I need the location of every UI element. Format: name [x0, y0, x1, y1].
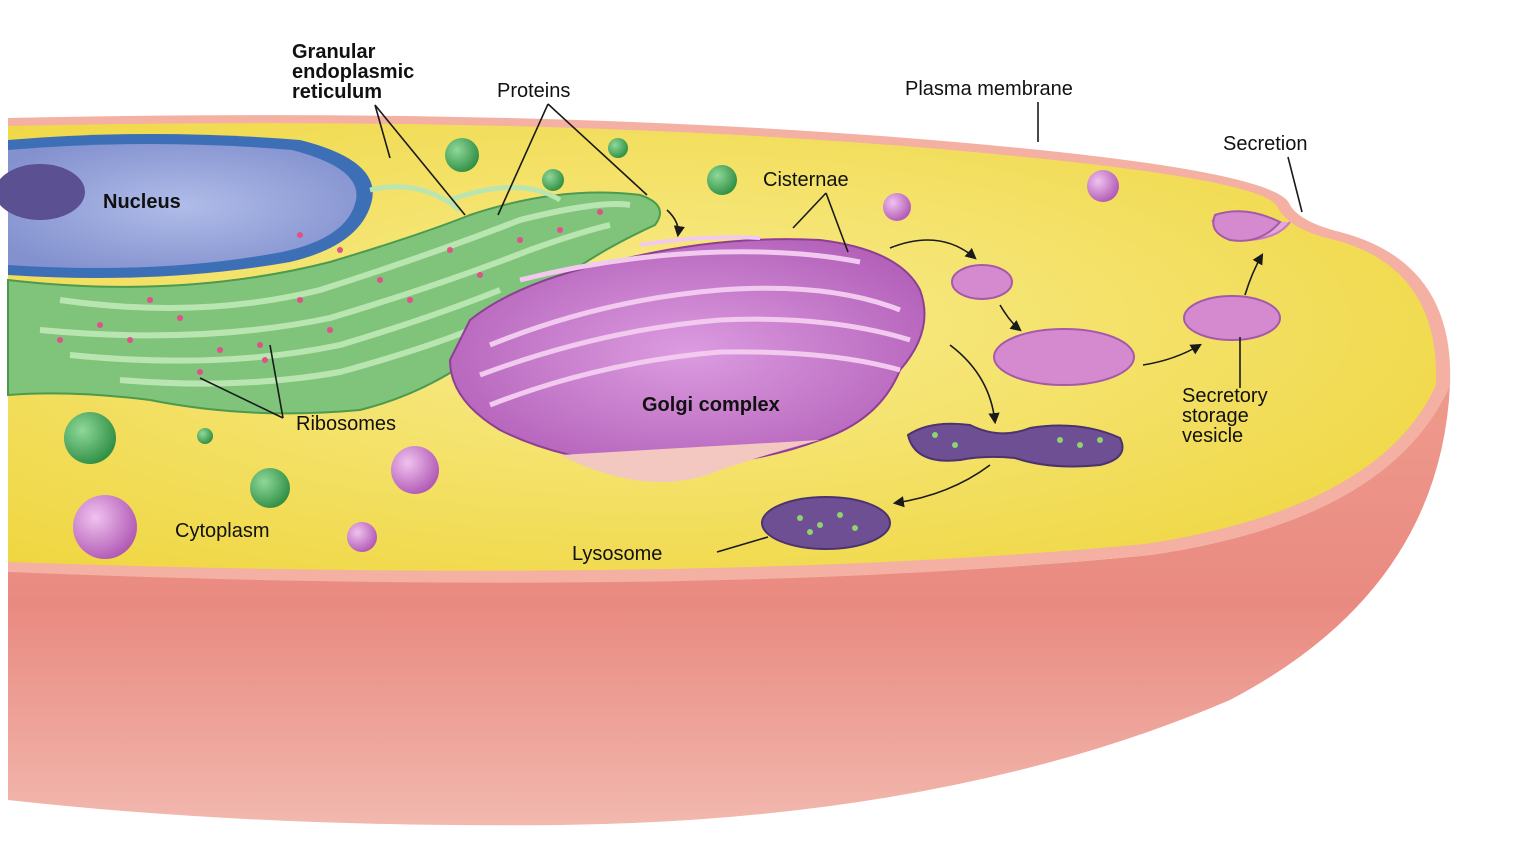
label-proteins: Proteins [497, 80, 570, 102]
label-golgi-complex: Golgi complex [642, 394, 780, 416]
label-ribosomes: Ribosomes [296, 413, 396, 435]
label-cisternae: Cisternae [763, 169, 849, 191]
label-secretory-vesicle-line3: vesicle [1182, 425, 1243, 447]
label-nucleus: Nucleus [103, 191, 181, 213]
label-secretory-vesicle-line2: storage [1182, 405, 1249, 427]
label-secretion: Secretion [1223, 133, 1308, 155]
label-secretory-vesicle-line1: Secretory [1182, 385, 1268, 407]
label-granular-er-line3: reticulum [292, 81, 382, 103]
label-granular-er-line1: Granular [292, 41, 376, 63]
label-granular-er-line2: endoplasmic [292, 61, 414, 83]
label-plasma-membrane: Plasma membrane [905, 78, 1073, 100]
label-lysosome: Lysosome [572, 543, 662, 565]
label-cytoplasm: Cytoplasm [175, 520, 269, 542]
